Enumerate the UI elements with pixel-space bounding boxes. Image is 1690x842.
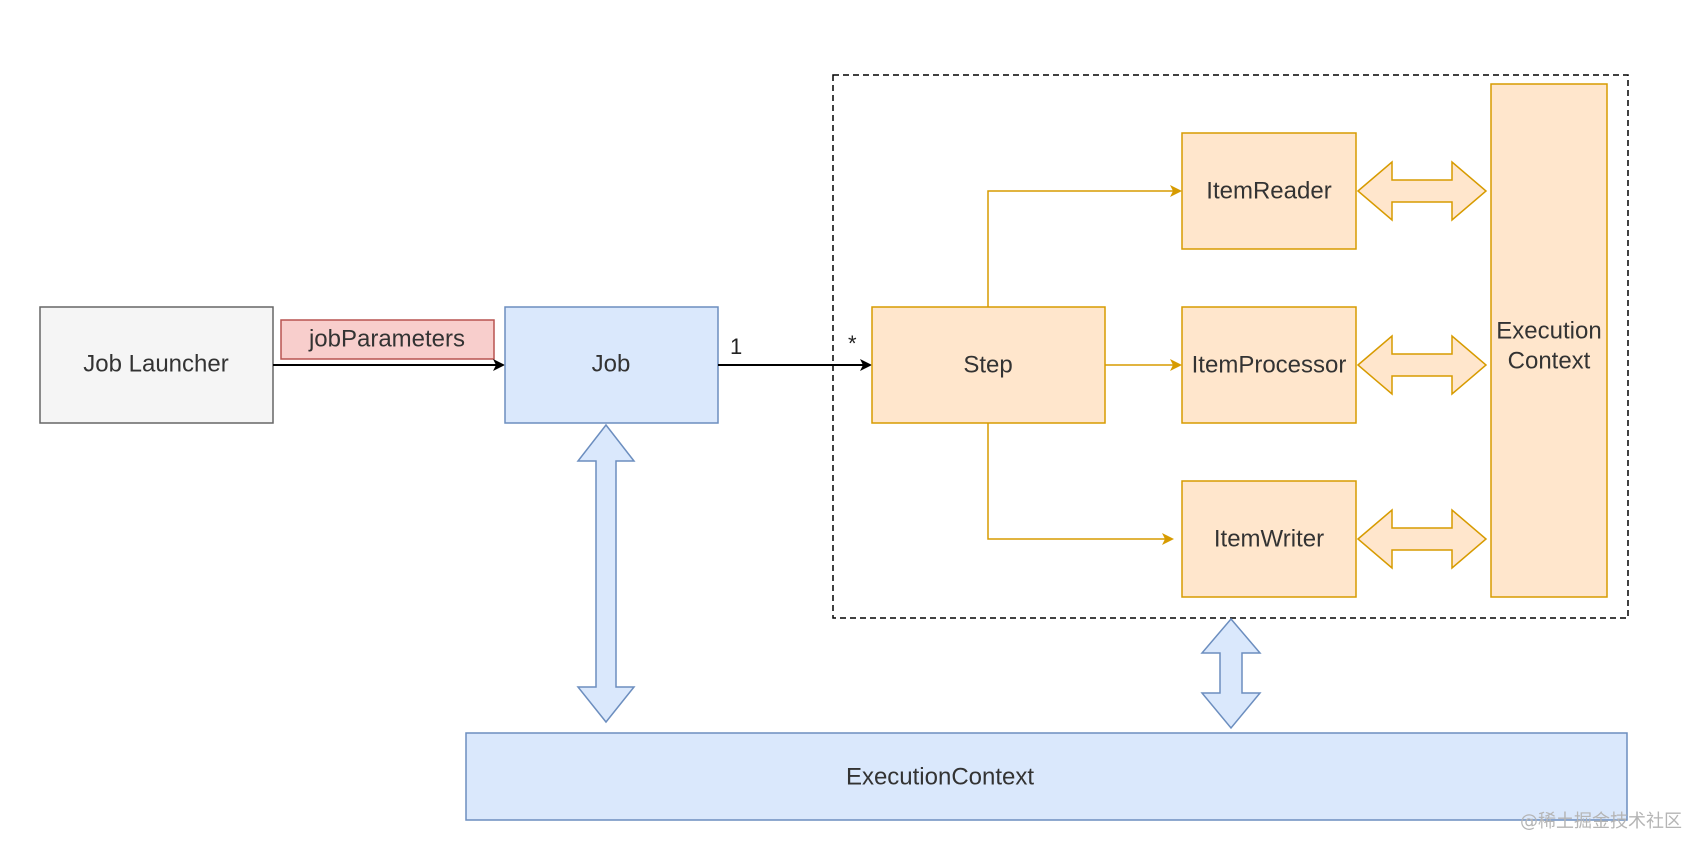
job-parameters-box: [280, 319, 495, 360]
writer-context-double-arrow: [1356, 508, 1488, 570]
job-launcher-box: [39, 306, 274, 424]
job-parameters-label: jobParameters: [308, 325, 465, 352]
job-label: Job: [592, 350, 631, 377]
item-reader-box: [1181, 132, 1357, 250]
step-container-context-double-arrow: [1200, 617, 1262, 730]
reader-context-double-arrow: [1356, 160, 1488, 222]
step-label: Step: [963, 351, 1012, 378]
step-execution-context-box: [1490, 83, 1608, 598]
step-to-writer-connector: [987, 423, 1174, 545]
item-reader-label: ItemReader: [1206, 177, 1331, 204]
item-writer-label: ItemWriter: [1214, 525, 1324, 552]
step-execution-context-label-line2: Context: [1508, 347, 1591, 374]
step-execution-context-label-line1: Execution: [1496, 317, 1601, 344]
step-container-boundary: [832, 74, 1629, 619]
item-processor-box: [1181, 306, 1357, 424]
step-to-reader-connector: [987, 185, 1182, 307]
job-execution-context-label: ExecutionContext: [846, 763, 1034, 790]
job-multiplicity-label: 1: [730, 334, 742, 359]
watermark-text: @稀土掘金技术社区: [1520, 811, 1682, 832]
step-multiplicity-label: *: [848, 331, 857, 356]
job-launcher-label: Job Launcher: [83, 350, 228, 377]
job-execution-context-box: [465, 732, 1628, 821]
processor-context-double-arrow: [1356, 334, 1488, 396]
job-context-double-arrow: [576, 423, 636, 724]
step-box: [871, 306, 1106, 424]
item-writer-box: [1181, 480, 1357, 598]
item-processor-label: ItemProcessor: [1192, 351, 1347, 378]
